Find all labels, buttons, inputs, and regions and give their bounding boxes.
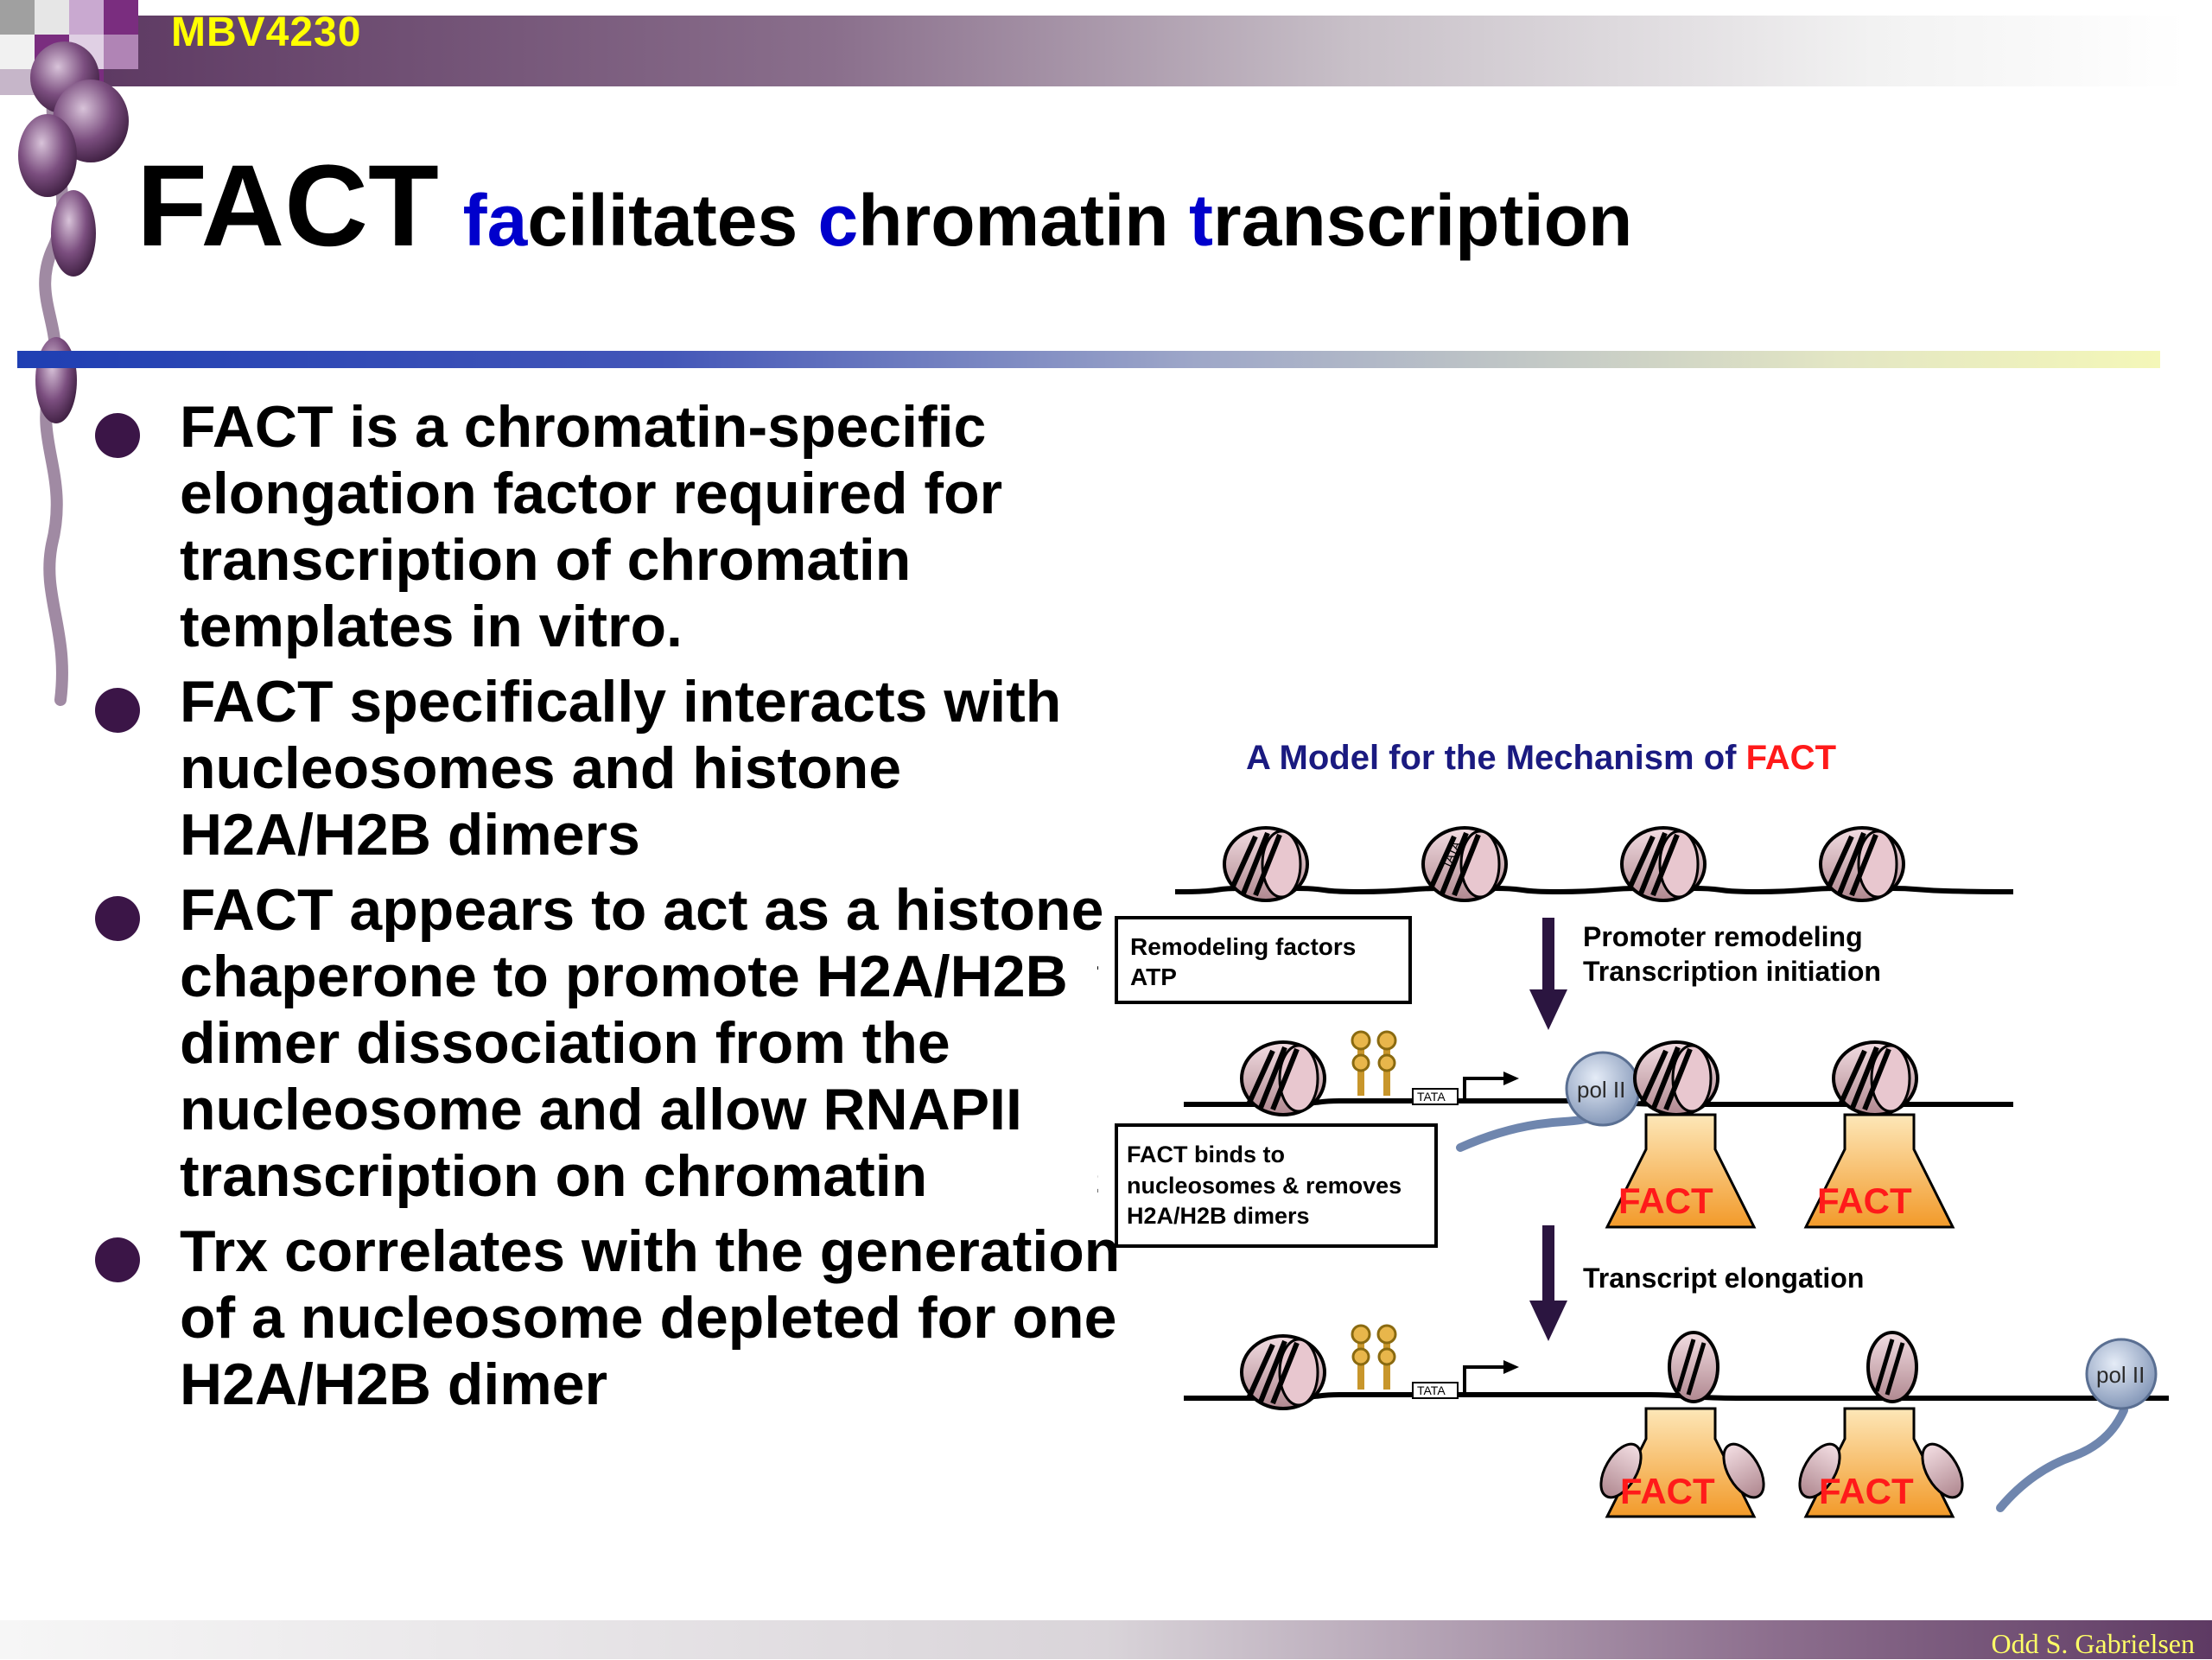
header-bar [104, 16, 2186, 86]
fact-complex: FACT [1605, 1113, 1757, 1229]
title-part-hromatin: hromatin [858, 180, 1189, 261]
step2-box-line: FACT binds to [1127, 1142, 1285, 1167]
bullet-icon [95, 1237, 140, 1282]
nucleosome: TATA [1421, 826, 1508, 902]
step2-label: Transcript elongation [1583, 1262, 1864, 1294]
title-part-ranscription: ranscription [1212, 180, 1633, 261]
tata-label: TATA [1417, 1383, 1446, 1397]
step1-label: Transcription initiation [1583, 956, 1881, 987]
bullet-icon [95, 688, 140, 733]
course-tag: MBV4230 [171, 10, 362, 55]
tss-arrow-icon [1463, 1365, 1508, 1396]
pol-ii-icon: pol II [1565, 1051, 1641, 1127]
diagram-title-prefix: A Model for the Mechanism of [1246, 739, 1746, 777]
step2-box-line: nucleosomes & removes [1127, 1173, 1402, 1199]
bullet-list: FACT is a chromatin-specific elongation … [95, 394, 1132, 1427]
bullet-item: FACT appears to act as a histone chapero… [95, 877, 1132, 1210]
rna-transcript [1996, 1406, 2128, 1512]
bullet-item: FACT is a chromatin-specific elongation … [95, 394, 1132, 660]
footer-bar [0, 1620, 2212, 1659]
title-part-c: c [817, 180, 859, 261]
footer-author: Odd S. Gabrielsen [1991, 1628, 2195, 1659]
fact-complex: FACT [1803, 1113, 1955, 1229]
fact-complex: FACT [1599, 1331, 1765, 1518]
bullet-item: FACT specifically interacts with nucleos… [95, 669, 1132, 868]
tata-label: TATA [1417, 1090, 1446, 1103]
fact-label: FACT [1620, 1471, 1715, 1511]
title-part-fa: fa [462, 180, 528, 261]
nucleosome [1240, 1040, 1326, 1116]
title-part-t: t [1188, 180, 1213, 261]
step1-box-line: ATP [1130, 964, 1177, 990]
title-subtitle: facilitates chromatin transcription [442, 180, 1633, 261]
activator-icon [1351, 1324, 1397, 1390]
bullet-text: FACT specifically interacts with nucleos… [180, 669, 1062, 868]
bullet-icon [95, 413, 140, 458]
step2-box-line: H2A/H2B dimers [1127, 1203, 1310, 1229]
step1-box [1115, 916, 1412, 1004]
diagram-title: A Model for the Mechanism of FACT [1246, 739, 1836, 777]
title-part-cilitates: cilitates [527, 180, 818, 261]
nucleosome [1620, 826, 1707, 902]
bullet-text: FACT appears to act as a histone chapero… [180, 877, 1104, 1209]
nucleosome [1633, 1040, 1719, 1116]
bullet-text: FACT is a chromatin-specific elongation … [180, 394, 1003, 659]
tata-box [1412, 1088, 1459, 1105]
arrow-down-icon [1529, 918, 1567, 1030]
step2-number: 2 [1097, 1164, 1099, 1199]
pol-ii-label: pol II [1577, 1077, 1625, 1103]
title-divider [17, 351, 2160, 368]
step2-box [1115, 1123, 1438, 1248]
bullet-icon [95, 896, 140, 941]
step1-label: Promoter remodeling [1583, 921, 1863, 952]
bullet-item: Trx correlates with the generation of a … [95, 1218, 1132, 1418]
fact-label: FACT [1819, 1471, 1914, 1511]
diagram-title-accent: FACT [1746, 739, 1836, 777]
arrow-down-icon [1529, 1225, 1567, 1341]
step1-number: 1 [1097, 941, 1099, 976]
nucleosome [1240, 1334, 1326, 1410]
fact-complex: FACT [1798, 1331, 1964, 1518]
pol-ii-label: pol II [2096, 1362, 2145, 1388]
activator-icon [1351, 1030, 1397, 1096]
bullet-text: Trx correlates with the generation of a … [180, 1218, 1121, 1417]
dna-strand [1184, 1392, 2169, 1401]
page-title: FACT facilitates chromatin transcription [137, 140, 1632, 272]
fact-label: FACT [1817, 1180, 1912, 1221]
nucleosome [1832, 1040, 1918, 1116]
nucleosome [1223, 826, 1309, 902]
nucleosome [1819, 826, 1905, 902]
fact-mechanism-diagram: A Model for the Mechanism of FACT TATA 1… [1097, 739, 2169, 1518]
fact-label: FACT [1618, 1180, 1713, 1221]
pol-ii-icon: pol II [2085, 1338, 2158, 1410]
title-main: FACT [137, 142, 439, 270]
tss-arrow-icon [1463, 1077, 1508, 1103]
tata-box [1412, 1382, 1459, 1399]
step1-box-line: Remodeling factors [1130, 933, 1356, 960]
